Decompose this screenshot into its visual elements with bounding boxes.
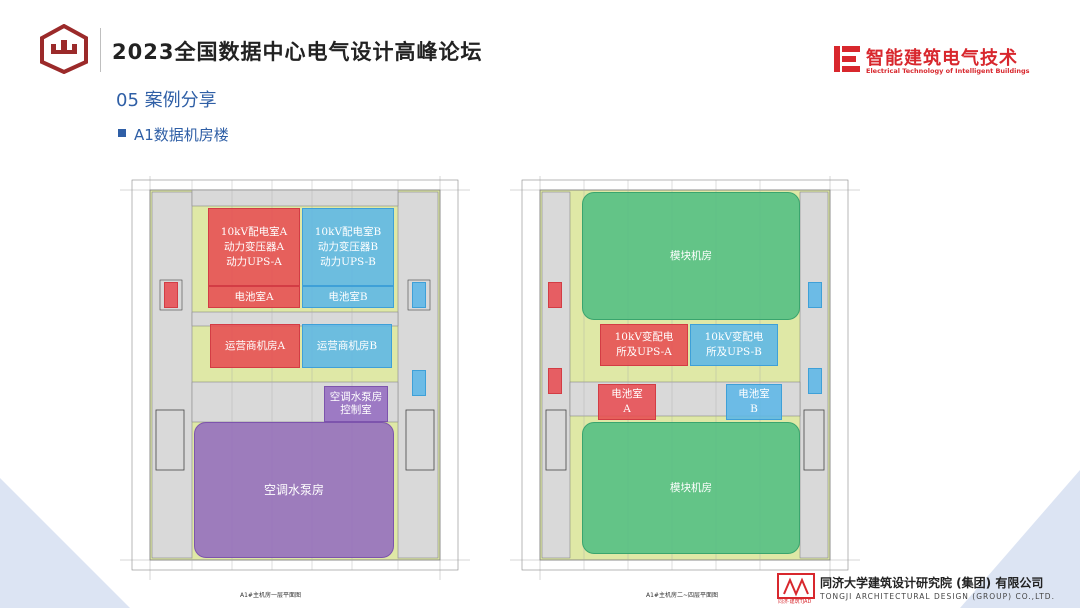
- room-carrier-a: 运营商机房A: [210, 324, 300, 368]
- room-small-red-right-2: [548, 368, 562, 394]
- brand-name-en: Electrical Technology of Intelligent Bui…: [866, 67, 1030, 75]
- room-battery-b-upper: 电池室 B: [726, 384, 782, 420]
- header-divider: [100, 28, 101, 72]
- decorative-triangle-right: [960, 470, 1080, 608]
- brand-logo: 智能建筑电气技术 Electrical Technology of Intell…: [834, 44, 1046, 78]
- room-small-blue-left-2: [412, 370, 426, 396]
- room-small-blue-right-2: [808, 368, 822, 394]
- brand-mark-icon: [834, 46, 860, 72]
- room-small-blue-left: [412, 282, 426, 308]
- room-small-red-left: [164, 282, 178, 308]
- room-pump-control: 空调水泵房 控制室: [324, 386, 388, 422]
- brand-name-cn: 智能建筑电气技术: [866, 48, 1018, 69]
- section-title: 05 案例分享: [116, 90, 217, 111]
- room-chiller-pump: 空调水泵房: [194, 422, 394, 558]
- room-substation-a: 10kV变配电 所及UPS-A: [600, 324, 688, 366]
- tongji-logo-icon: [777, 573, 815, 599]
- room-battery-a-upper: 电池室 A: [598, 384, 656, 420]
- room-small-blue-right: [808, 282, 822, 308]
- plan-caption-left: A1#主机房一层平面图: [240, 592, 301, 599]
- section-subtitle: A1数据机房楼: [134, 126, 229, 144]
- room-battery-a: 电池室A: [208, 286, 300, 308]
- bullet-square-icon: [118, 129, 126, 137]
- room-substation-b: 10kV变配电 所及UPS-B: [690, 324, 778, 366]
- tongji-logo-text: 同济·建筑TJAD: [778, 599, 812, 605]
- room-carrier-b: 运营商机房B: [302, 324, 392, 368]
- floor-plan-first-floor: 10kV配电室A 动力变压器A 动力UPS-A 10kV配电室B 动力变压器B …: [120, 160, 470, 600]
- company-name-en: TONGJI ARCHITECTURAL DESIGN (GROUP) CO.,…: [820, 592, 1055, 601]
- room-10kv-distribution-a: 10kV配电室A 动力变压器A 动力UPS-A: [208, 208, 300, 286]
- forum-title: 2023全国数据中心电气设计高峰论坛: [112, 40, 483, 64]
- room-10kv-distribution-b: 10kV配电室B 动力变压器B 动力UPS-B: [302, 208, 394, 286]
- room-small-red-right: [548, 282, 562, 308]
- room-module-upper: 模块机房: [582, 192, 800, 320]
- decorative-triangle-left: [0, 478, 130, 608]
- plan-caption-right: A1#主机房二~四层平面图: [646, 592, 718, 599]
- room-module-lower: 模块机房: [582, 422, 800, 554]
- forum-logo-icon: [40, 24, 88, 74]
- company-name-cn: 同济大学建筑设计研究院 (集团) 有限公司: [820, 576, 1044, 590]
- floor-plan-upper-floors: 模块机房 10kV变配电 所及UPS-A 10kV变配电 所及UPS-B 电池室…: [510, 160, 860, 600]
- room-battery-b: 电池室B: [302, 286, 394, 308]
